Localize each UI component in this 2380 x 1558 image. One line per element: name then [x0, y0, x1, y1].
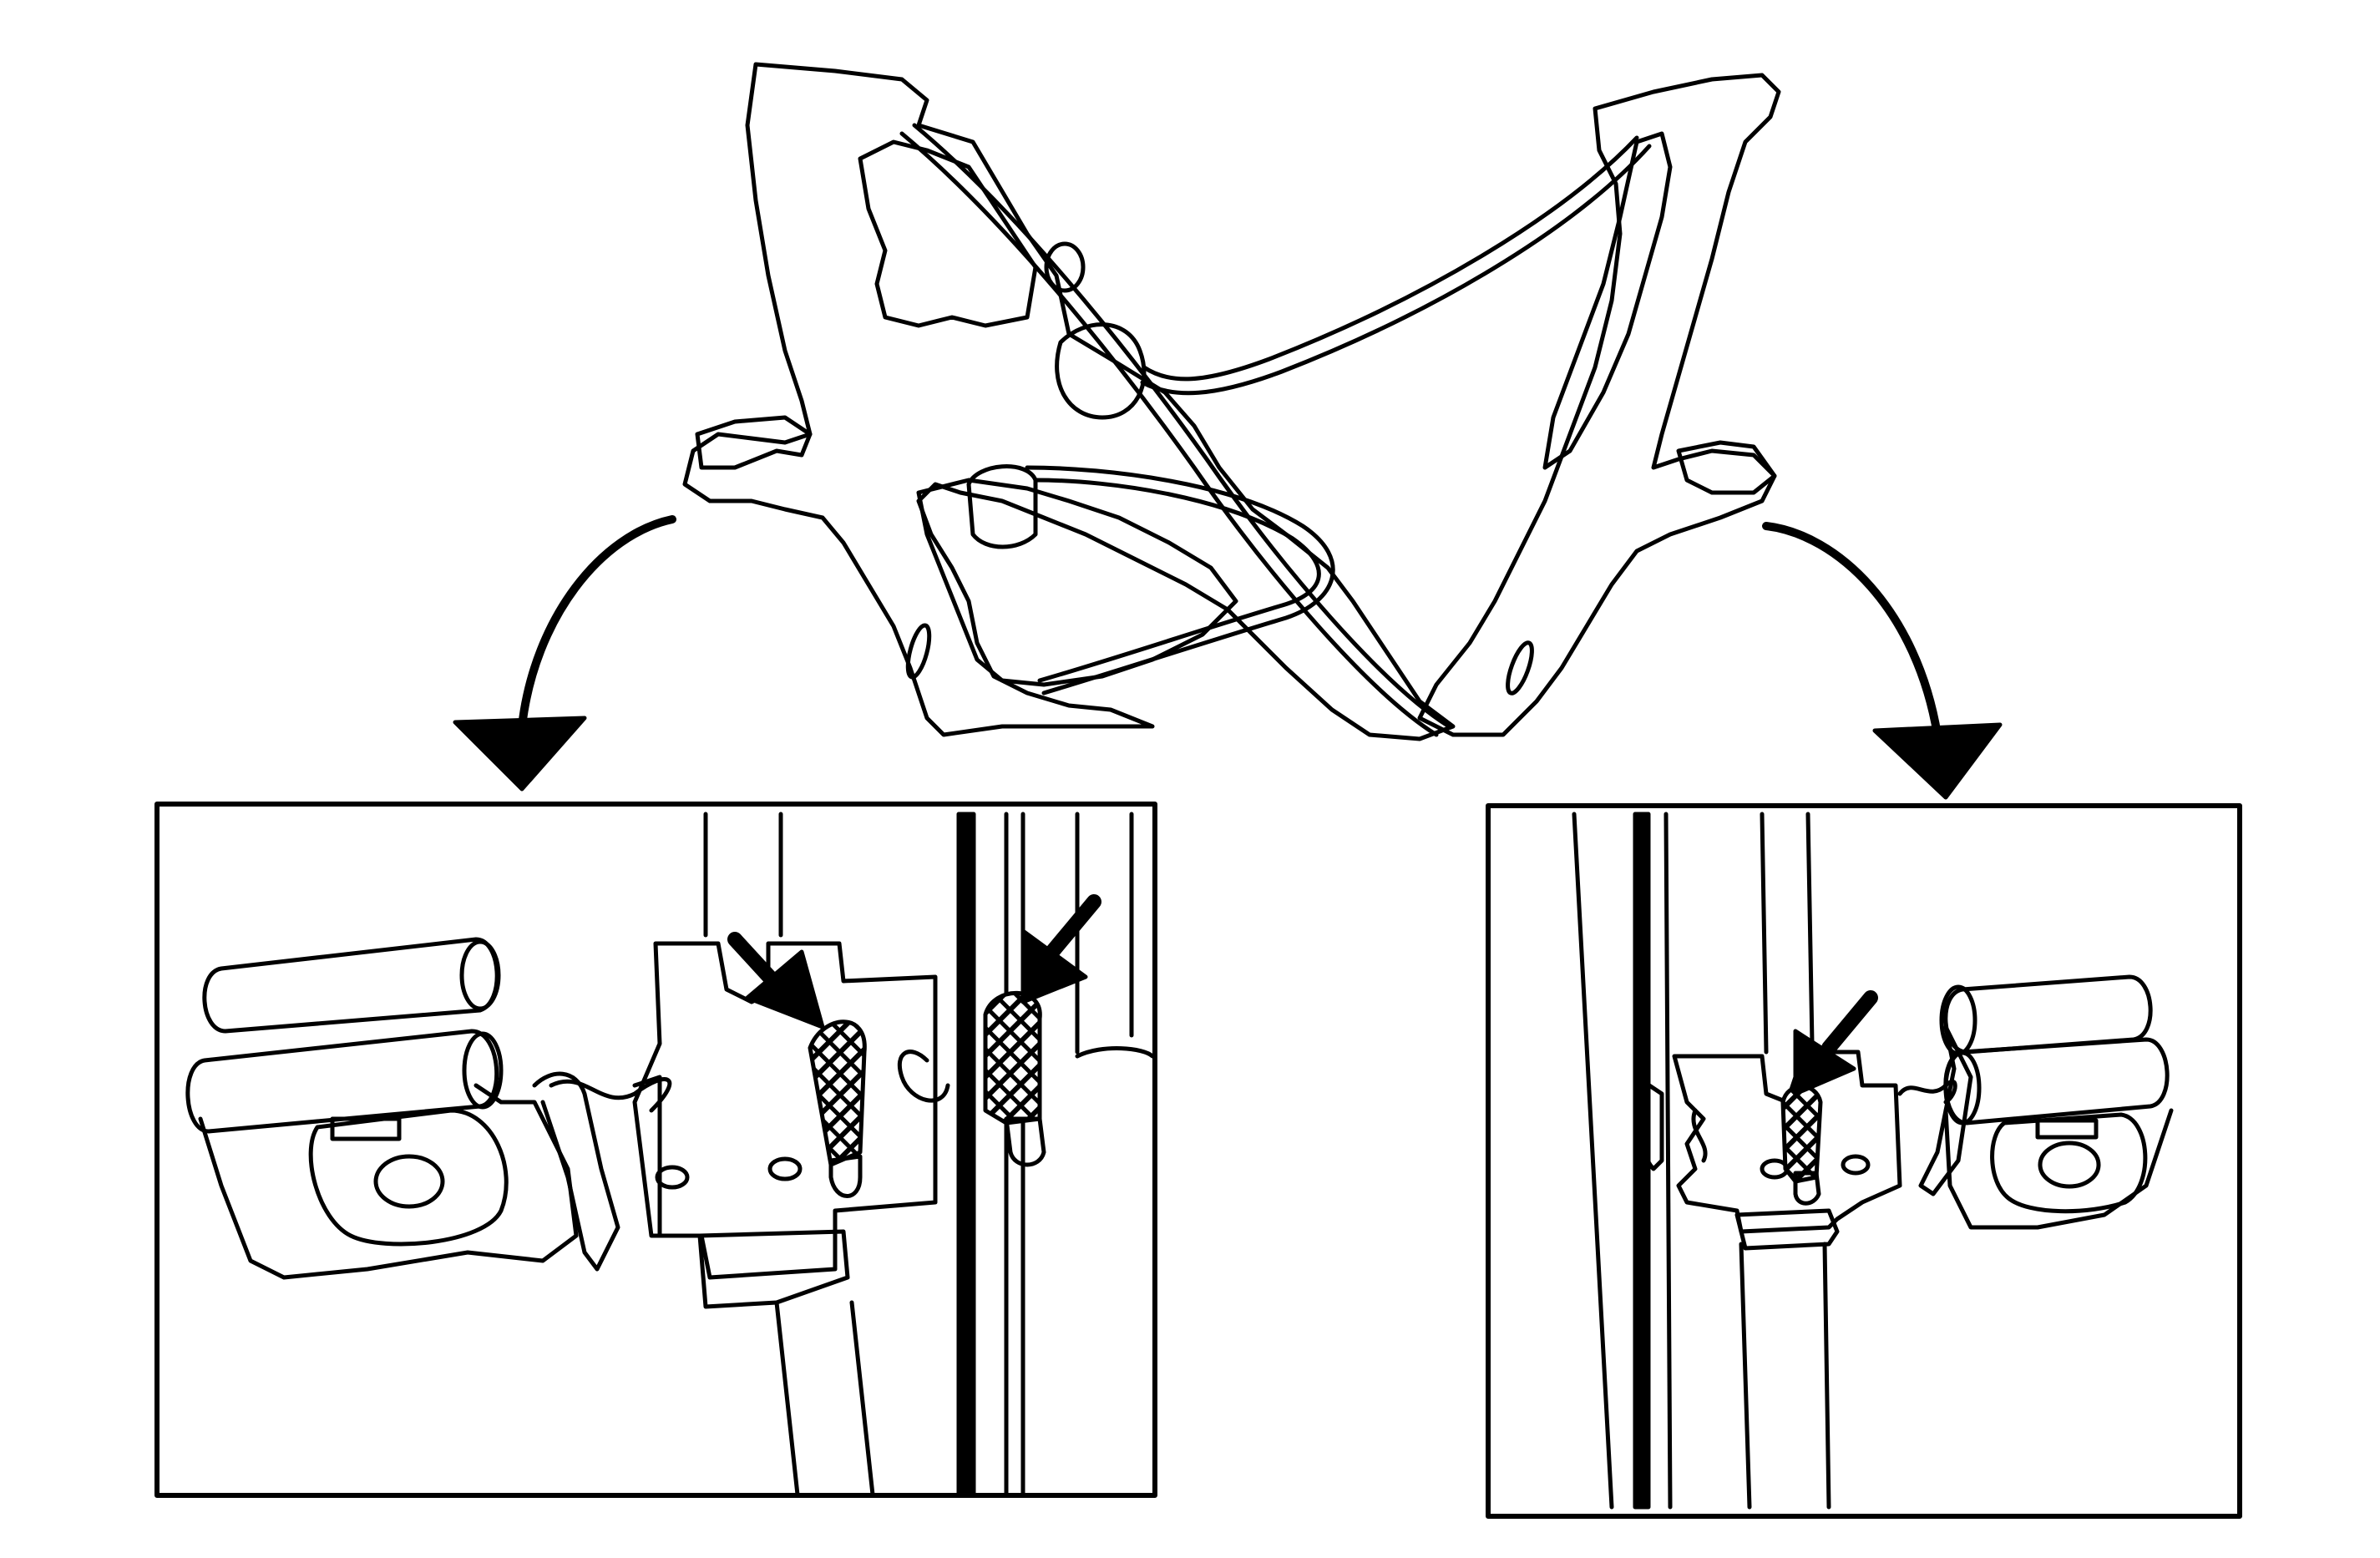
left-rail-cutout-lower [916, 478, 1238, 687]
callout-arrow-shaft [1821, 990, 1878, 1055]
left-rail-slot [905, 623, 932, 680]
hatched-tab-3 [1780, 1084, 1823, 1184]
callout-arrow-head [745, 949, 825, 1029]
callout-arrow [727, 932, 825, 1029]
callout-arrow-head [1020, 928, 1088, 1004]
pointer-arrows [453, 515, 2003, 800]
curved-arrow-left-head [453, 716, 587, 792]
roller-bracket [1943, 1108, 2174, 1230]
carriage-hole-b [767, 1156, 803, 1181]
roller-lower-end [462, 1031, 504, 1110]
bracket-tab [330, 1116, 402, 1141]
curved-arrow-right [1762, 522, 1942, 739]
roller-upper-end [459, 939, 501, 1011]
cable-b-inner [1140, 144, 1652, 396]
tab-1-tip [828, 1154, 863, 1198]
pulley-boss-upper [1055, 322, 1147, 420]
callout-arrow-shaft [1045, 894, 1101, 959]
rail-line [1805, 812, 1815, 1046]
roller-lower [185, 1029, 499, 1134]
right-rail-cutout [1542, 131, 1673, 470]
spring-clip [1918, 1024, 1973, 1196]
regulator-assembly-overview [682, 62, 1781, 741]
detail-right [1486, 803, 2242, 1519]
rail-line [1760, 812, 1769, 1055]
rail-line [1739, 1242, 1752, 1510]
rail-line [1663, 812, 1673, 1510]
spring-clip [532, 1071, 620, 1272]
carriage-hole-b [1841, 1154, 1871, 1176]
rail-line [849, 1300, 875, 1497]
cable-c-inner [1033, 478, 1321, 683]
hook-cutout [1691, 1108, 1708, 1163]
cable-a-inner [912, 123, 1451, 729]
roller-lower-end [1943, 1050, 1982, 1126]
spring-wire [549, 1077, 672, 1113]
callout-arrow-head [1793, 1029, 1856, 1096]
bracket-tab [2035, 1118, 2099, 1140]
right-rail-frame [1417, 73, 1781, 737]
callout-arrow [1793, 990, 1878, 1096]
curved-arrow-right-head [1872, 722, 2003, 800]
left-rail-cutout-upper [858, 139, 1038, 328]
mount-tab-right [1676, 440, 1777, 495]
roller-upper [202, 937, 499, 1034]
bracket-hole [2038, 1141, 2101, 1189]
roller-bracket-inner [1990, 1112, 2148, 1214]
callout-arrow [1020, 894, 1101, 1004]
cable-c [1025, 465, 1335, 696]
detail-left-right-edge [1075, 1046, 1155, 1059]
cable-strip-dotted [956, 812, 976, 1497]
cable-a [899, 131, 1439, 737]
rail-line [1572, 812, 1614, 1510]
rail-line [774, 1300, 800, 1497]
right-rail-slot [1506, 640, 1534, 696]
hook-cutout [897, 1050, 950, 1103]
lower-clip [697, 1229, 850, 1309]
tab-2-tip [1004, 1116, 1046, 1167]
roller-bracket [198, 1083, 579, 1280]
roller-bracket-inner [308, 1108, 509, 1247]
lower-clip [1734, 1208, 1840, 1251]
hatched-tab-1 [808, 1019, 867, 1167]
detail-left [154, 802, 1157, 1498]
curved-arrow-left [518, 515, 676, 731]
tab-3-tip [1793, 1171, 1821, 1206]
pulley-boss-lower [966, 464, 1038, 549]
carriage-hole-a [655, 1165, 690, 1190]
cable-b [1142, 135, 1639, 382]
rail-line [1822, 1242, 1831, 1510]
hatched-tab-2 [983, 990, 1042, 1126]
detail-left-frame [154, 802, 1157, 1498]
detail-right-frame [1486, 803, 2242, 1519]
pulley-boss-top [1044, 241, 1086, 293]
bracket-hole [373, 1154, 445, 1209]
cable-bulge [1638, 1083, 1664, 1171]
mount-tab-left [695, 415, 813, 470]
